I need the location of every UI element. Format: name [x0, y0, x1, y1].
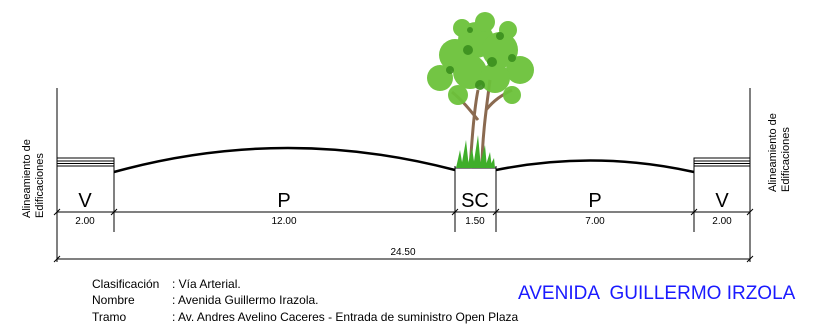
- street-title: AVENIDA GUILLERMO IRZOLA: [518, 283, 796, 304]
- tree-icon: [427, 12, 534, 169]
- segment-width-1: 2.00: [75, 216, 95, 227]
- segment-code-4: P: [588, 190, 601, 212]
- tramo-value: : Av. Andres Avelino Caceres - Entrada d…: [172, 310, 519, 324]
- right-label-line2: Edificaciones: [780, 127, 792, 192]
- tramo-label: Tramo: [92, 310, 127, 324]
- segment-code-3: SC: [461, 190, 489, 212]
- right-label-line1: Alineamiento de: [767, 113, 779, 192]
- clasificacion-label: Clasificación: [92, 277, 159, 291]
- total-width-label: 24.50: [390, 247, 415, 258]
- segment-width-3: 1.50: [465, 216, 485, 227]
- segment-code-5: V: [715, 190, 729, 212]
- right-sidewalk: [693, 157, 751, 167]
- nombre-label: Nombre: [92, 293, 135, 307]
- segment-width-4: 7.00: [585, 216, 605, 227]
- segment-width-5: 2.00: [712, 216, 732, 227]
- left-label-line2: Edificaciones: [34, 153, 46, 218]
- right-alignment-label: Alineamiento de Edificaciones: [767, 113, 792, 192]
- left-alignment-label: Alineamiento de Edificaciones: [21, 139, 46, 218]
- total-dimension-ticks: [53, 255, 754, 263]
- segment-code-2: P: [277, 190, 290, 212]
- nombre-value: : Avenida Guillermo Irazola.: [172, 293, 319, 307]
- left-label-line1: Alineamiento de: [21, 139, 33, 218]
- left-carriageway: [113, 146, 456, 174]
- dimension-ticks: [53, 208, 754, 216]
- segment-width-2: 12.00: [271, 216, 296, 227]
- clasificacion-value: : Vía Arterial.: [172, 277, 241, 291]
- left-sidewalk: [56, 157, 115, 167]
- segment-code-1: V: [78, 190, 92, 212]
- right-carriageway: [495, 159, 695, 174]
